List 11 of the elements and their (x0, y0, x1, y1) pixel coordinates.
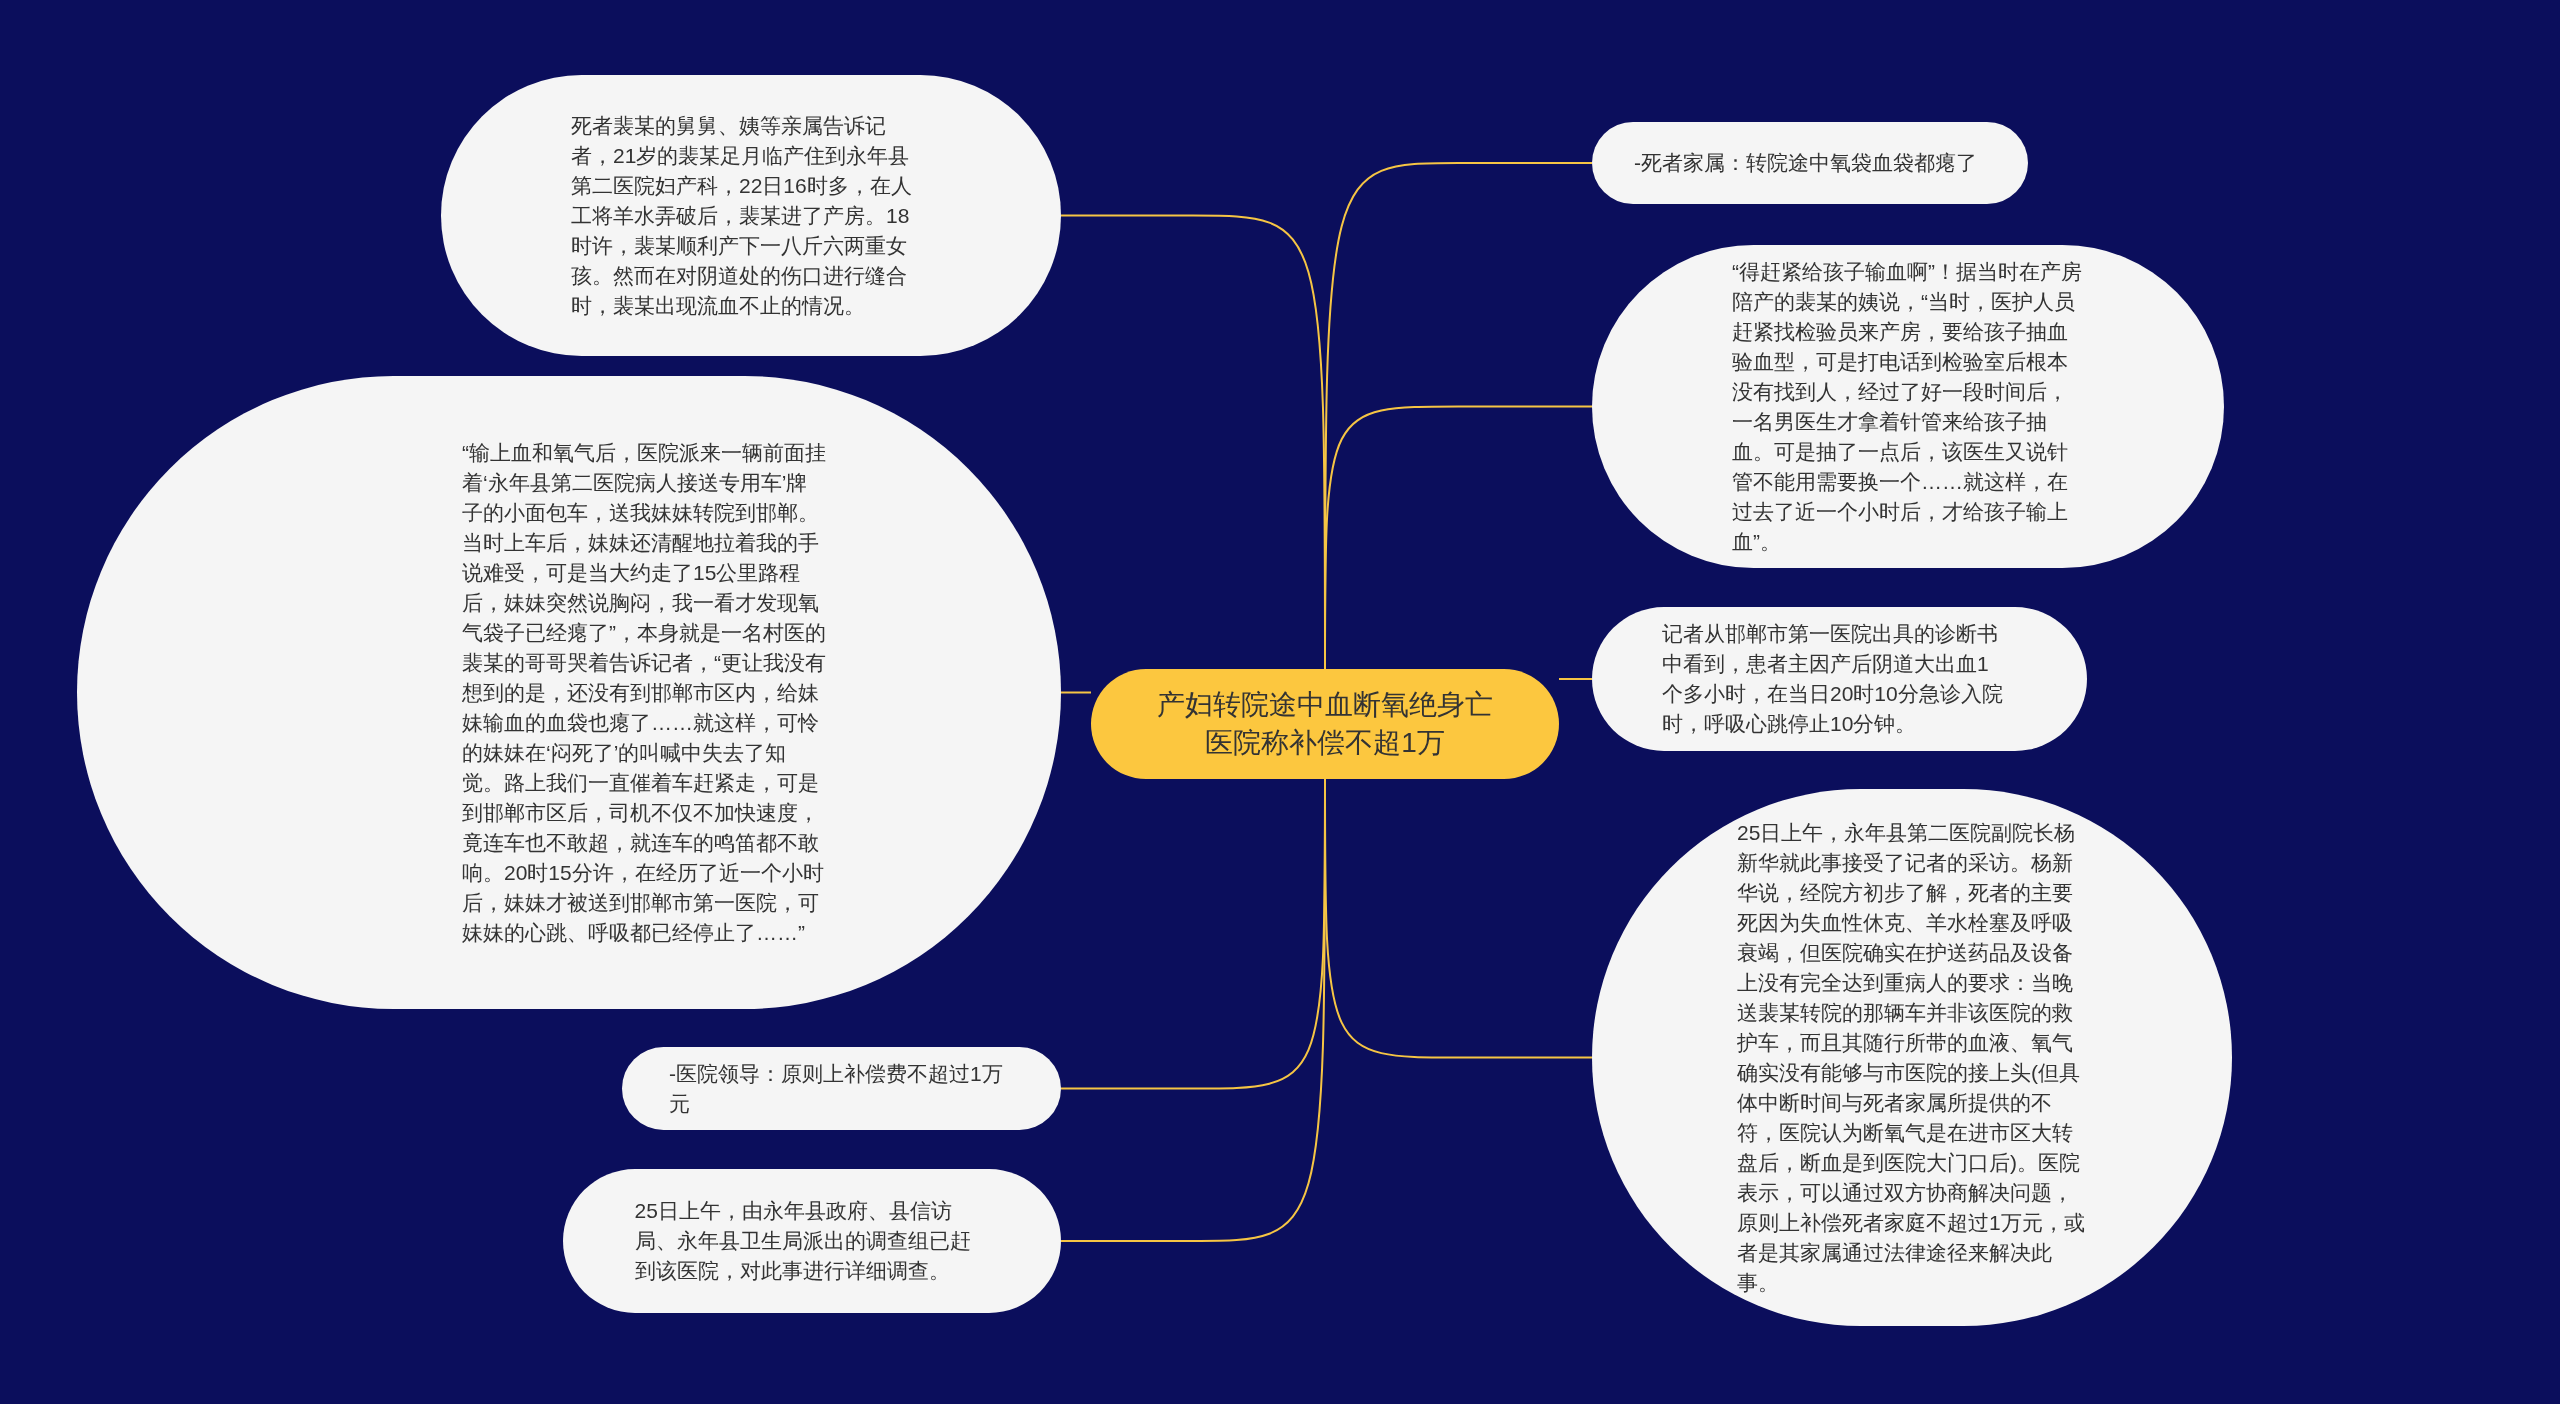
bubble-text: -医院领导：原则上补偿费不超过1万元 (669, 1060, 1004, 1117)
bubble-text: 死者裴某的舅舅、姨等亲属告诉记者，21岁的裴某足月临产住到永年县第二医院妇产科，22日16时多，在人工将羊水弄破后，裴某进了产房。18时许，裴某顺利产下一八斤六两重女孩。然而在对阴道处的伤口进行缝合时，裴某出现流血不止的情况。 (571, 112, 913, 319)
bubble-text: “输上血和氧气后，医院派来一辆前面挂着‘永年县第二医院病人接送专用车’牌子的小面包车，送我妹妹转院到邯郸。当时上车后，妹妹还清醒地拉着我的手说难受，可是当大约走了15公里路程后，妹妹突然说胸闷，我一看才发现氧气袋子已经瘪了”，本身就是一名村医的裴某的哥哥哭着告诉记者，“更让我没有想到的是，还没有到邯郸市区内，给妹妹输血的血袋也瘪了……就这样，可怜的妹妹在‘闷死了’的叫喊中失去了知觉。路上我们一直催着车赶紧走，可是到邯郸市区后，司机不仅不加快速度，竟连车也不敢超，就连车的鸣笛都不敢响。20时15分许，在经历了近一个小时后，妹妹才被送到邯郸市第一医院，可妹妹的心跳、呼吸都已经停止了……” (462, 439, 826, 946)
topic-title: 产妇转院途中血断氧绝身亡医院称补偿不超1万 (1156, 688, 1494, 760)
bubble-text: 记者从邯郸市第一医院出具的诊断书中看到，患者主因产后阴道大出血1个多小时，在当日20时10分急诊入院时，呼吸心跳停止10分钟。 (1662, 621, 2004, 737)
bubble-text: “得赶紧给孩子输血啊”！据当时在产房陪产的裴某的姨说，“当时，医护人员赶紧找检验员来产房，要给孩子抽血验血型，可是打电话到检验室后根本没有找到人，经过了好一段时间后，一名男医生才拿着针管来给孩子抽血。可是抽了一点后，该医生又说针管不能用需要换一个……就这样，在过去了近一个小时后，才给孩子输上血”。 (1732, 258, 2083, 555)
bubble-text: 25日上午，由永年县政府、县信访局、永年县卫生局派出的调查组已赶到该医院，对此事进行详细调查。 (634, 1198, 972, 1284)
bubble-text: 25日上午，永年县第二医院副院长杨新华就此事接受了记者的采访。杨新华说，经院方初步了解，死者的主要死因为失血性休克、羊水栓塞及呼吸衰竭，但医院确实在护送药品及设备上没有完全达到重病人的要求：当晚送裴某转院的那辆车并非该医院的救护车，而且其随行所带的血液、氧气确实没有能够与市医院的接上头(但具体中断时间与死者家属所提供的不符，医院认为断氧气是在进市区大转盘后，断血是到医院大门口后)。医院表示，可以通过双方协商解决问题，原则上补偿死者家庭不超过1万元，或者是其家属通过法律途径来解决此事。 (1737, 819, 2086, 1296)
bubble-text: -死者家属：转院途中氧袋血袋都瘪了 (1634, 150, 1978, 176)
connector-line (1558, 678, 1593, 680)
connector-line (1060, 691, 1092, 694)
